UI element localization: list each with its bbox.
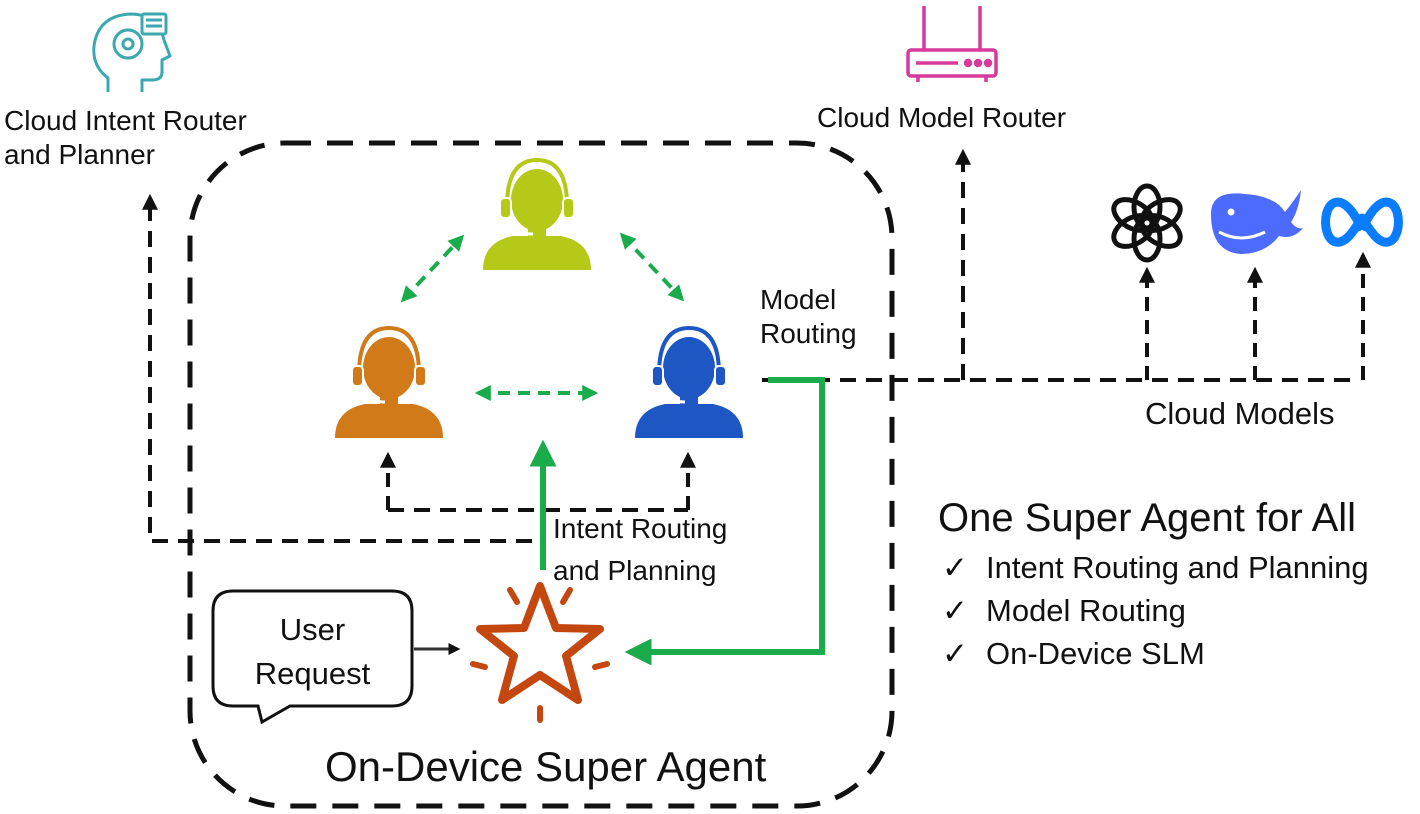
intent-routing-line-1: Intent Routing [553, 513, 728, 544]
cloud-models-label: Cloud Models [1145, 396, 1335, 431]
user-request-label: User Request [213, 608, 412, 696]
sparkle-star-icon [470, 582, 610, 723]
checklist-item-label: Intent Routing and Planning [986, 550, 1369, 585]
on-device-container [187, 140, 895, 809]
cloud-intent-route-line [142, 193, 532, 543]
cloud-intent-router-label: Cloud Intent Router and Planner [4, 104, 247, 171]
headset-agent-icon-left [335, 325, 443, 438]
headset-agent-icon-right [635, 325, 743, 438]
checklist-item: ✓ Model Routing [942, 589, 1369, 632]
model-routing-line-2: Routing [760, 317, 857, 349]
meta-infinity-icon [1321, 197, 1403, 247]
user-request-bubble [211, 589, 414, 725]
check-icon: ✓ [942, 593, 968, 628]
model-routing-label: Model Routing [760, 283, 857, 350]
agent-link-top-right [619, 232, 685, 302]
model-routing-return-arrow [624, 377, 825, 666]
checklist-item: ✓ Intent Routing and Planning [942, 546, 1369, 589]
check-icon: ✓ [942, 636, 968, 671]
openai-logo-icon [1111, 183, 1183, 263]
wifi-router-icon [906, 6, 998, 82]
intent-routing-label: Intent Routing and Planning [553, 508, 727, 592]
checklist-item-label: Model Routing [986, 593, 1186, 628]
cloud-intent-router-line-1: Cloud Intent Router [4, 105, 247, 136]
summary-checklist: ✓ Intent Routing and Planning ✓ Model Rout… [942, 546, 1369, 675]
intent-routing-line-2: and Planning [553, 555, 717, 586]
on-device-super-agent-label: On-Device Super Agent [325, 743, 767, 790]
headset-agent-icon-top [483, 157, 591, 270]
head-brain-icon [92, 12, 172, 92]
user-request-line-2: Request [254, 656, 371, 691]
user-request-line-1: User [279, 612, 346, 647]
agent-link-left-top [400, 234, 465, 303]
deepseek-whale-icon [1211, 190, 1303, 254]
checklist-item: ✓ On-Device SLM [942, 632, 1369, 675]
check-icon: ✓ [942, 550, 968, 585]
summary-title: One Super Agent for All [938, 496, 1357, 540]
cloud-model-router-label: Cloud Model Router [817, 102, 1067, 133]
model-routing-line-1: Model [760, 284, 837, 315]
cloud-intent-router-line-2: and Planner [4, 138, 156, 170]
checklist-item-label: On-Device SLM [986, 636, 1205, 671]
